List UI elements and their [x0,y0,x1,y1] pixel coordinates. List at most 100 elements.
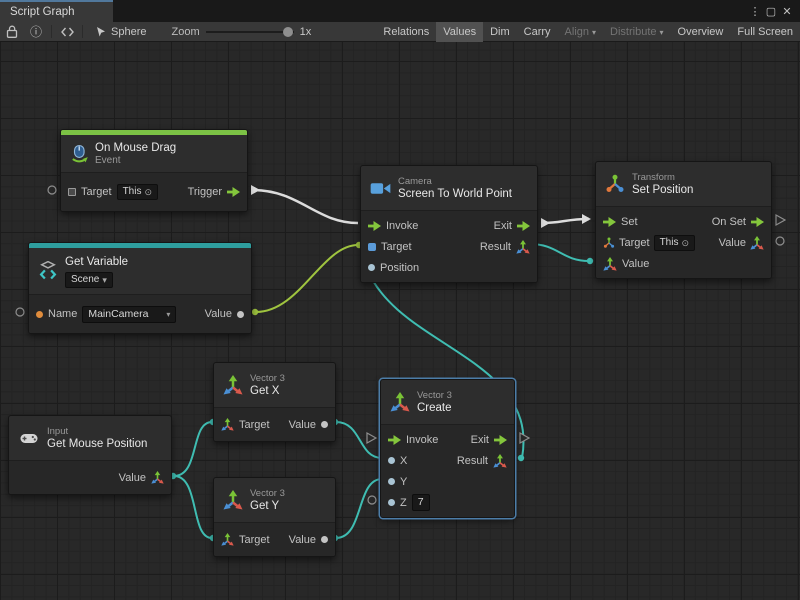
vector3-icon [390,392,410,412]
z-port-icon[interactable] [388,499,395,506]
camera-port-icon[interactable] [368,243,376,251]
port-stub-name[interactable] [16,308,24,316]
x-port-icon[interactable] [388,457,395,464]
node-vector3-create[interactable]: Vector 3 Create Invoke Exit X Result [380,379,515,518]
port-stub-exit[interactable] [520,433,529,443]
value-port-icon[interactable] [321,421,328,428]
flow-input-port[interactable] [368,221,381,231]
wire-mouse-to-gety[interactable] [174,476,212,538]
node-category: Camera [398,176,512,187]
port-stub-on-set[interactable] [776,215,785,225]
overview-button[interactable]: Overview [671,22,731,42]
node-header: Transform Set Position [596,162,771,206]
wire-variable-to-target[interactable] [256,245,358,312]
port-label-value-out: Value [719,237,746,249]
zoom-value: 1x [300,26,312,38]
variable-scope-dropdown[interactable]: Scene▾ [65,272,113,288]
z-value-field[interactable]: 7 [412,494,430,511]
vector3-port-icon[interactable] [151,471,164,484]
port-stub-invoke[interactable] [367,433,376,443]
port-label-target: Target [239,534,270,546]
port-label-y: Y [400,476,407,488]
gameobject-port-icon[interactable] [68,188,76,196]
vector3-port-icon[interactable] [493,454,507,468]
carry-button[interactable]: Carry [517,22,558,42]
value-port-icon[interactable] [237,311,244,318]
node-category: Vector 3 [250,488,285,499]
zoom-label: Zoom [171,26,199,38]
wire-result-to-value[interactable] [530,244,589,261]
zoom-slider-thumb[interactable] [283,27,293,37]
gamepad-icon [18,431,40,446]
info-icon[interactable]: ⓘ [24,22,48,42]
node-title: Screen To World Point [398,187,512,201]
port-label-invoke: Invoke [406,434,438,446]
vector3-port-icon[interactable] [221,418,234,431]
dim-button[interactable]: Dim [483,22,517,42]
node-screen-to-world-point[interactable]: Camera Screen To World Point Invoke Exit… [360,165,538,283]
graph-canvas[interactable]: On Mouse Drag Event Target This⊙ Trigger [0,42,800,600]
close-icon[interactable]: ✕ [779,5,795,18]
graph-pointer-icon [95,26,106,37]
node-set-position[interactable]: Transform Set Position Set On Set Target… [595,161,772,279]
flow-output-port[interactable] [494,435,507,445]
maximize-icon[interactable]: ▢ [763,5,779,18]
node-get-mouse-position[interactable]: Input Get Mouse Position Value [8,415,172,495]
port-stub-z[interactable] [368,496,376,504]
port-stub-value-out[interactable] [776,237,784,245]
node-on-mouse-drag[interactable]: On Mouse Drag Event Target This⊙ Trigger [60,129,248,212]
chevron-down-icon: ▾ [592,28,596,37]
node-category: Vector 3 [417,390,452,401]
name-port-icon[interactable] [36,311,43,318]
zoom-slider-track [206,31,294,33]
flow-input-port[interactable] [603,217,616,227]
zoom-slider[interactable] [206,22,294,42]
flow-output-port[interactable] [227,187,240,197]
align-button[interactable]: Align▾ [558,22,603,42]
wire-trigger-to-invoke[interactable] [252,190,358,223]
wire-mouse-to-getx[interactable] [174,422,212,476]
transform-port-icon[interactable] [603,237,615,249]
node-get-y[interactable]: Vector 3 Get Y Target Value [213,477,336,557]
flow-output-port[interactable] [751,217,764,227]
y-port-icon[interactable] [388,478,395,485]
value-port-icon[interactable] [321,536,328,543]
port-label-target: Target [619,237,650,249]
node-get-variable[interactable]: Get Variable Scene▾ Name MainCamera▾ Val… [28,242,252,334]
vector3-port-icon[interactable] [750,236,764,250]
full-screen-button[interactable]: Full Screen [730,22,800,42]
position-port-icon[interactable] [368,264,375,271]
flow-output-port[interactable] [517,221,530,231]
code-icon[interactable] [55,22,79,42]
this-chip[interactable]: This⊙ [117,184,158,200]
relations-button[interactable]: Relations [376,22,436,42]
distribute-button[interactable]: Distribute▾ [603,22,670,42]
node-header: On Mouse Drag Event [61,135,247,172]
variable-name-field[interactable]: MainCamera▾ [82,306,176,323]
this-chip[interactable]: This⊙ [654,235,695,251]
vector3-icon [223,490,243,510]
mouse-event-icon [70,145,88,163]
node-category: Vector 3 [250,373,285,384]
node-title: Get X [250,384,285,398]
port-stub-target[interactable] [48,186,56,194]
port-label-target: Target [381,241,412,253]
chevron-down-icon: ▾ [166,308,170,321]
vector3-port-icon[interactable] [516,240,530,254]
wire-getx-to-x[interactable] [336,422,382,458]
values-button[interactable]: Values [436,22,483,42]
wire-gety-to-y[interactable] [336,479,382,538]
kebab-menu-icon[interactable]: ⋮ [747,5,763,18]
vector3-port-icon[interactable] [221,533,234,546]
node-subtitle: Event [95,155,176,167]
node-get-x[interactable]: Vector 3 Get X Target Value [213,362,336,442]
vector3-port-icon[interactable] [603,257,617,271]
wire-exit-to-set[interactable] [542,219,589,223]
tab-script-graph[interactable]: Script Graph [0,0,113,22]
graph-owner-button[interactable]: Sphere [86,22,155,42]
lock-icon[interactable] [0,22,24,42]
flow-arrowhead [582,214,591,224]
chevron-down-icon: ▾ [660,28,664,37]
port-label-name: Name [48,308,77,320]
flow-input-port[interactable] [388,435,401,445]
